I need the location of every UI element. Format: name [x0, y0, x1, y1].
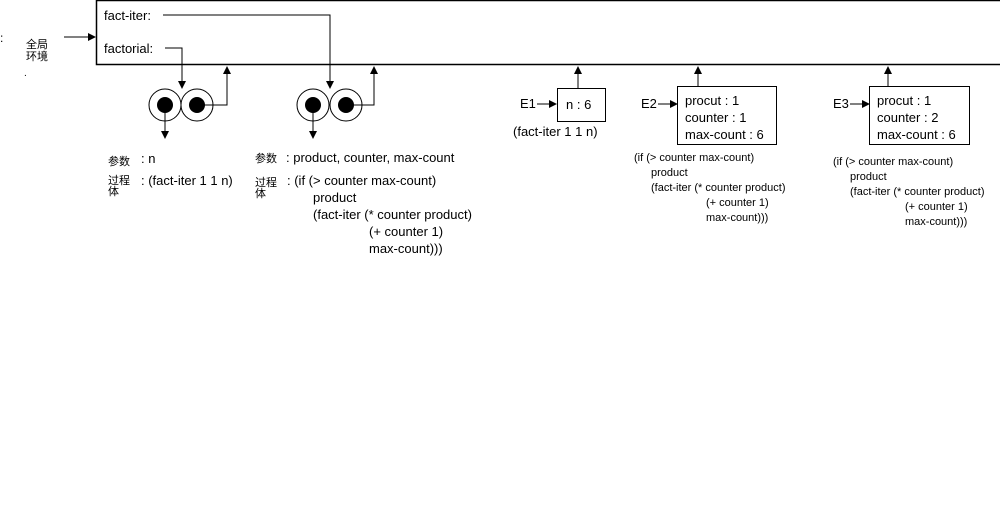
svg-text:(fact-iter (* counter product): (fact-iter (* counter product): [850, 186, 985, 198]
svg-text:参数: 参数: [255, 151, 277, 165]
svg-text:procut : 1: procut : 1: [685, 93, 739, 108]
procedure-1-text: 参数 : n 过程 体 : (fact-iter 1 1 n): [108, 151, 233, 198]
binding-fact-iter: fact-iter:: [104, 8, 151, 23]
svg-text:过程: 过程: [255, 176, 277, 189]
svg-text:环境: 环境: [26, 49, 48, 63]
svg-text:: n: : n: [141, 151, 155, 166]
frame-e1-name: E1: [520, 96, 536, 111]
svg-text:max-count))): max-count))): [905, 216, 967, 228]
frame-e2: E2 procut : 1 counter : 1 max-count : 6 …: [634, 66, 786, 224]
procedure-2-text: 参数 : product, counter, max-count 过程 体 : …: [255, 150, 472, 256]
svg-text:过程: 过程: [108, 174, 130, 187]
procedure-object-fact-iter: [296, 66, 378, 139]
fact-iter-pointer-arrow: [163, 14, 334, 89]
global-env-label: 全局 环境: [26, 37, 48, 63]
svg-text:product: product: [651, 167, 688, 179]
svg-text:(fact-iter (* counter product): (fact-iter (* counter product): [651, 182, 786, 194]
svg-text:product: product: [850, 171, 887, 183]
svg-text:体: 体: [255, 186, 266, 200]
svg-text:: product, counter, max-count: : product, counter, max-count: [286, 150, 455, 165]
svg-text:(+ counter 1): (+ counter 1): [369, 224, 443, 239]
svg-text:参数: 参数: [108, 154, 130, 168]
svg-text:max-count : 6: max-count : 6: [877, 127, 956, 142]
svg-text:体: 体: [108, 184, 119, 198]
svg-text:(if (> counter max-count): (if (> counter max-count): [634, 152, 754, 164]
svg-text:: (fact-iter 1 1 n): : (fact-iter 1 1 n): [141, 173, 233, 188]
dot-mark: .: [24, 68, 27, 79]
procedure-object-factorial: [148, 66, 231, 139]
frame-e3: E3 procut : 1 counter : 2 max-count : 6 …: [833, 66, 985, 228]
svg-text:(if (> counter max-count): (if (> counter max-count): [833, 156, 953, 168]
frame-e1-binding: n : 6: [566, 97, 591, 112]
svg-text:counter : 2: counter : 2: [877, 110, 938, 125]
frame-e2-name: E2: [641, 96, 657, 111]
svg-text:全局: 全局: [26, 37, 48, 51]
frame-e1: E1 n : 6 (fact-iter 1 1 n): [513, 66, 606, 139]
svg-text:max-count))): max-count))): [369, 241, 443, 256]
svg-text:counter : 1: counter : 1: [685, 110, 746, 125]
binding-factorial: factorial:: [104, 41, 153, 56]
factorial-pointer-arrow: [165, 47, 186, 89]
frame-e1-body: (fact-iter 1 1 n): [513, 124, 598, 139]
svg-text:(fact-iter (* counter product): (fact-iter (* counter product): [313, 207, 472, 222]
svg-text:procut : 1: procut : 1: [877, 93, 931, 108]
svg-text:product: product: [313, 190, 357, 205]
svg-text:(+ counter 1): (+ counter 1): [706, 197, 769, 209]
global-env-frame: [95, 0, 1000, 66]
svg-text:max-count))): max-count))): [706, 212, 768, 224]
svg-text:: (if (> counter max-count): : (if (> counter max-count): [287, 173, 436, 188]
svg-text:max-count : 6: max-count : 6: [685, 127, 764, 142]
svg-text:(+ counter 1): (+ counter 1): [905, 201, 968, 213]
left-mark: :: [0, 31, 3, 45]
frame-e3-name: E3: [833, 96, 849, 111]
